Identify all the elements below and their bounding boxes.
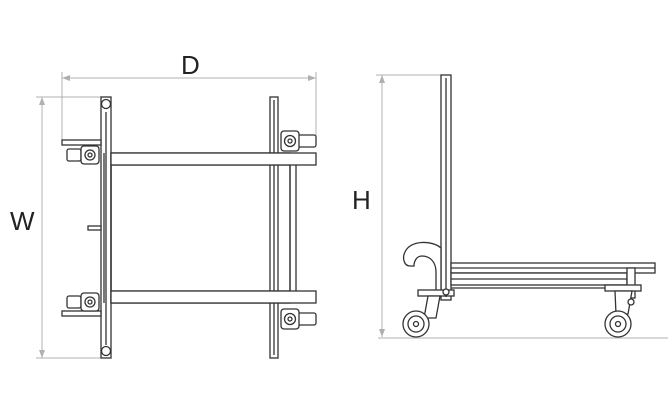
platform-deck [110,152,291,304]
height-label: H [352,185,371,215]
handle-cap-top [100,98,112,110]
width-dimension-line [36,96,105,359]
rear-caster [604,290,635,338]
side-view [376,74,668,339]
cross-member-bottom [110,290,317,304]
front-caster [402,288,450,338]
top-view [36,72,317,359]
left-caster-plate-bottom [61,310,102,317]
caster-top-right [280,130,317,152]
folding-hook [403,241,442,297]
caster-top-left [66,145,100,165]
width-label: W [10,206,35,236]
depth-dimension-line [61,72,317,140]
rear-caster-mount [604,284,642,292]
height-dimension-line [376,74,446,337]
handle-cap-bottom [100,345,112,357]
cross-member-top [110,152,317,166]
center-pin [87,225,102,231]
caster-bottom-left [66,292,100,312]
caster-bottom-right [280,308,317,330]
depth-label: D [181,50,200,80]
left-caster-plate-top [61,139,102,146]
